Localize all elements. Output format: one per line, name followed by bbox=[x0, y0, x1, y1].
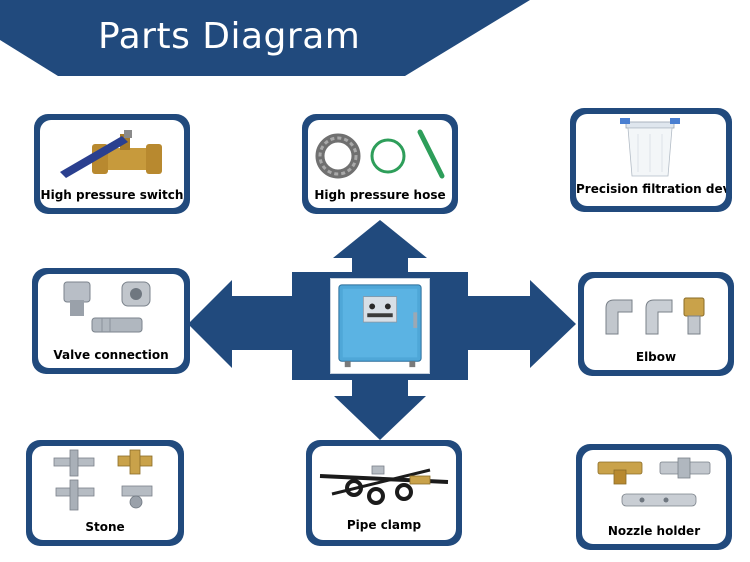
center-pump-cabinet bbox=[330, 278, 430, 374]
stone-fitting-icon bbox=[53, 449, 153, 511]
label-stone: Stone bbox=[85, 520, 125, 534]
pump-cabinet-icon bbox=[338, 284, 422, 368]
nozzle-holder-icon bbox=[597, 457, 711, 507]
ball-valve-icon bbox=[60, 130, 162, 178]
card-valve-connection: Valve connection bbox=[32, 268, 190, 374]
card-elbow: Elbow bbox=[578, 272, 734, 376]
label-valve-connection: Valve connection bbox=[53, 348, 169, 362]
valve-connection-icon bbox=[63, 281, 151, 333]
label-pipe-clamp: Pipe clamp bbox=[346, 518, 422, 532]
pipe-clamp-icon bbox=[319, 465, 449, 505]
label-high-pressure-hose: High pressure hose bbox=[314, 188, 446, 202]
label-nozzle-holder: Nozzle holder bbox=[607, 524, 701, 538]
filter-icon bbox=[620, 118, 680, 177]
card-pipe-clamp: Pipe clamp bbox=[306, 440, 462, 546]
card-precision-filtration: Precision filtration device bbox=[570, 108, 732, 212]
label-elbow: Elbow bbox=[635, 350, 677, 364]
elbow-icon bbox=[605, 297, 705, 335]
card-high-pressure-hose: High pressure hose bbox=[302, 114, 458, 214]
label-precision-filtration: Precision filtration device bbox=[576, 182, 726, 196]
card-nozzle-holder: Nozzle holder bbox=[576, 444, 732, 550]
page-title: Parts Diagram bbox=[98, 16, 361, 57]
card-stone: Stone bbox=[26, 440, 184, 546]
hose-icon bbox=[315, 129, 445, 179]
card-high-pressure-switch: High pressure switch bbox=[34, 114, 190, 214]
label-high-pressure-switch: High pressure switch bbox=[40, 188, 184, 202]
title-banner bbox=[0, 0, 530, 76]
